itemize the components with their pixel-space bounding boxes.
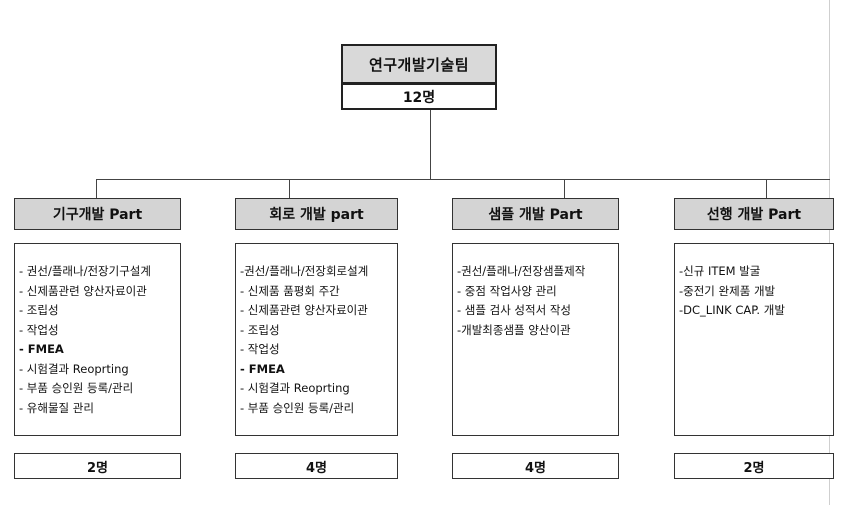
connector-main-horizontal	[96, 179, 830, 180]
duty-item: - 신제품 품평회 주간	[240, 283, 340, 298]
part-headcount-advanced: 2명	[674, 453, 834, 479]
part-duties-advanced: -신규 ITEM 발굴 -중전기 완제품 개발 -DC_LINK CAP. 개발	[674, 243, 834, 436]
part-headcount-sample: 4명	[452, 453, 619, 479]
duty-item: - 시험결과 Reoprting	[240, 381, 350, 395]
part-header-circuit: 회로 개발 part	[235, 198, 398, 230]
duty-item: - 작업성	[19, 322, 59, 337]
duty-list: - 권선/플래나/전장기구설계 - 신제품관련 양산자료이관 - 조립성 - 작업성 -…	[19, 262, 180, 418]
duty-item: -중전기 완제품 개발	[679, 283, 776, 298]
duty-item: - 부품 승인원 등록/관리	[240, 400, 355, 415]
org-headcount-box: 12명	[341, 84, 497, 110]
duty-item: - 권선/플래나/전장기구설계	[19, 264, 151, 278]
duty-item: -개발최종샘플 양산이관	[457, 322, 571, 337]
part-headcount-circuit: 4명	[235, 453, 398, 479]
connector-drop-4	[766, 179, 767, 198]
duty-item: - 부품 승인원 등록/관리	[19, 381, 134, 395]
part-headcount-mechanical: 2명	[14, 453, 181, 479]
part-duties-sample: -권선/플래나/전장샘플제작 - 중점 작업사양 관리 - 샘플 검사 성적서 작성…	[452, 243, 619, 436]
duty-item: - 중점 작업사양 관리	[457, 283, 557, 298]
duty-item: - 유해물질 관리	[19, 400, 94, 415]
duty-item: - 시험결과 Reoprting	[19, 361, 129, 376]
duty-item: -신규 ITEM 발굴	[679, 264, 761, 278]
duty-item: - 샘플 검사 성적서 작성	[457, 303, 571, 317]
duty-list: -권선/플래나/전장샘플제작 - 중점 작업사양 관리 - 샘플 검사 성적서 작성…	[457, 262, 618, 340]
part-header-advanced: 선행 개발 Part	[674, 198, 834, 230]
duty-item: - 신제품관련 양산자료이관	[240, 303, 368, 317]
connector-drop-1	[96, 179, 97, 198]
duty-item: - FMEA	[19, 342, 64, 356]
part-header-sample: 샘플 개발 Part	[452, 198, 619, 230]
duty-item: - 조립성	[19, 303, 59, 317]
duty-list: -권선/플래나/전장회로설계 - 신제품 품평회 주간 - 신제품관련 양산자료이관…	[240, 262, 397, 418]
part-duties-mechanical: - 권선/플래나/전장기구설계 - 신제품관련 양산자료이관 - 조립성 - 작업성 -…	[14, 243, 181, 436]
duty-list: -신규 ITEM 발굴 -중전기 완제품 개발 -DC_LINK CAP. 개발	[679, 262, 833, 321]
duty-item: - 조립성	[240, 322, 280, 337]
org-title-box: 연구개발기술팀	[341, 44, 497, 84]
duty-item: -권선/플래나/전장회로설계	[240, 264, 369, 278]
part-duties-circuit: -권선/플래나/전장회로설계 - 신제품 품평회 주간 - 신제품관련 양산자료이관…	[235, 243, 398, 436]
duty-item: - FMEA	[240, 361, 285, 376]
duty-item: -권선/플래나/전장샘플제작	[457, 264, 586, 278]
connector-main-vertical	[430, 110, 431, 179]
duty-item: -DC_LINK CAP. 개발	[679, 303, 785, 317]
duty-item: - 작업성	[240, 342, 280, 356]
part-header-mechanical: 기구개발 Part	[14, 198, 181, 230]
connector-drop-2	[289, 179, 290, 198]
duty-item: - 신제품관련 양산자료이관	[19, 283, 147, 298]
connector-drop-3	[564, 179, 565, 198]
